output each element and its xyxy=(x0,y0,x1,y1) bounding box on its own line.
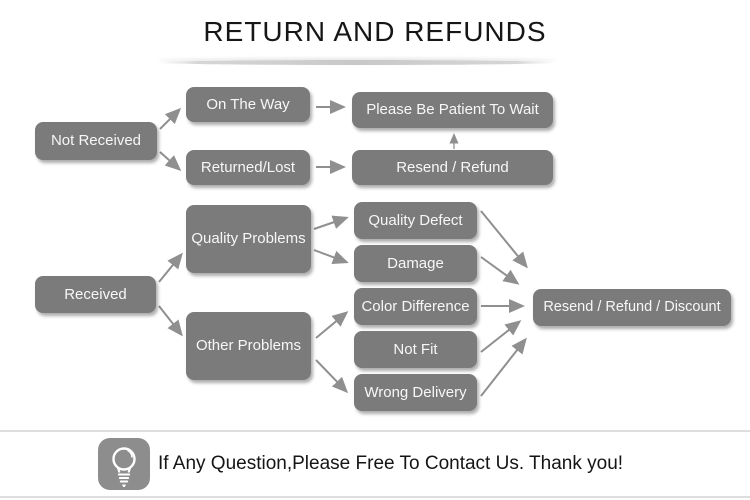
node-color-difference: Color Difference xyxy=(354,288,477,325)
node-not-received: Not Received xyxy=(35,122,157,160)
page-title: RETURN AND REFUNDS xyxy=(203,16,547,47)
node-please-be-patient: Please Be Patient To Wait xyxy=(352,92,553,128)
edge-not-received-returned-lost xyxy=(159,151,182,172)
edge-quality-defect-discount xyxy=(480,210,528,269)
edge-not-received-on-the-way xyxy=(159,107,182,130)
edge-received-other-problems xyxy=(158,305,183,337)
title-underline-decoration xyxy=(158,60,556,65)
node-on-the-way: On The Way xyxy=(186,87,310,122)
edge-other-problems-color-difference xyxy=(315,311,349,339)
edge-quality-problems-quality-defect xyxy=(313,215,349,230)
node-damage: Damage xyxy=(354,245,477,282)
edge-received-quality-problems xyxy=(158,252,183,283)
edge-other-problems-wrong-delivery xyxy=(315,359,349,394)
footer-top-divider xyxy=(0,430,750,432)
footer-message: If Any Question,Please Free To Contact U… xyxy=(158,453,624,474)
edge-wrong-delivery-discount xyxy=(480,337,527,397)
node-other-problems: Other Problems xyxy=(186,312,311,380)
node-quality-defect: Quality Defect xyxy=(354,202,477,239)
node-resend-refund-discount: Resend / Refund / Discount xyxy=(533,289,731,326)
edge-damage-discount xyxy=(480,256,520,285)
node-received: Received xyxy=(35,276,156,313)
node-resend-refund: Resend / Refund xyxy=(352,150,553,185)
edge-not-fit-discount xyxy=(480,320,522,353)
footer-bottom-divider xyxy=(0,496,750,498)
node-not-fit: Not Fit xyxy=(354,331,477,368)
node-returned-lost: Returned/Lost xyxy=(186,150,310,185)
node-quality-problems: Quality Problems xyxy=(186,205,311,273)
node-wrong-delivery: Wrong Delivery xyxy=(354,374,477,411)
edge-quality-problems-damage xyxy=(313,249,349,264)
light-bulb-icon xyxy=(98,438,150,490)
